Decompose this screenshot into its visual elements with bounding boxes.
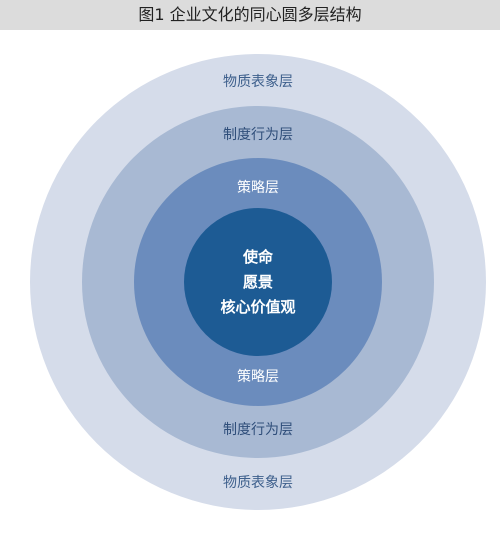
- strategy-layer-label-top: 策略层: [237, 179, 279, 196]
- core-mission: 使命: [242, 248, 274, 266]
- core-vision: 愿景: [243, 273, 273, 291]
- material-layer-label-bottom: 物质表象层: [223, 475, 293, 491]
- strategy-layer-label-bottom: 策略层: [237, 368, 279, 385]
- institution-layer-label-top: 制度行为层: [223, 127, 293, 143]
- institution-layer-label-bottom: 制度行为层: [223, 422, 293, 438]
- core-values: 核心价值观: [220, 298, 295, 316]
- ring-core: [184, 208, 332, 356]
- figure-title: 图1 企业文化的同心圆多层结构: [0, 0, 500, 30]
- material-layer-label-top: 物质表象层: [223, 74, 293, 90]
